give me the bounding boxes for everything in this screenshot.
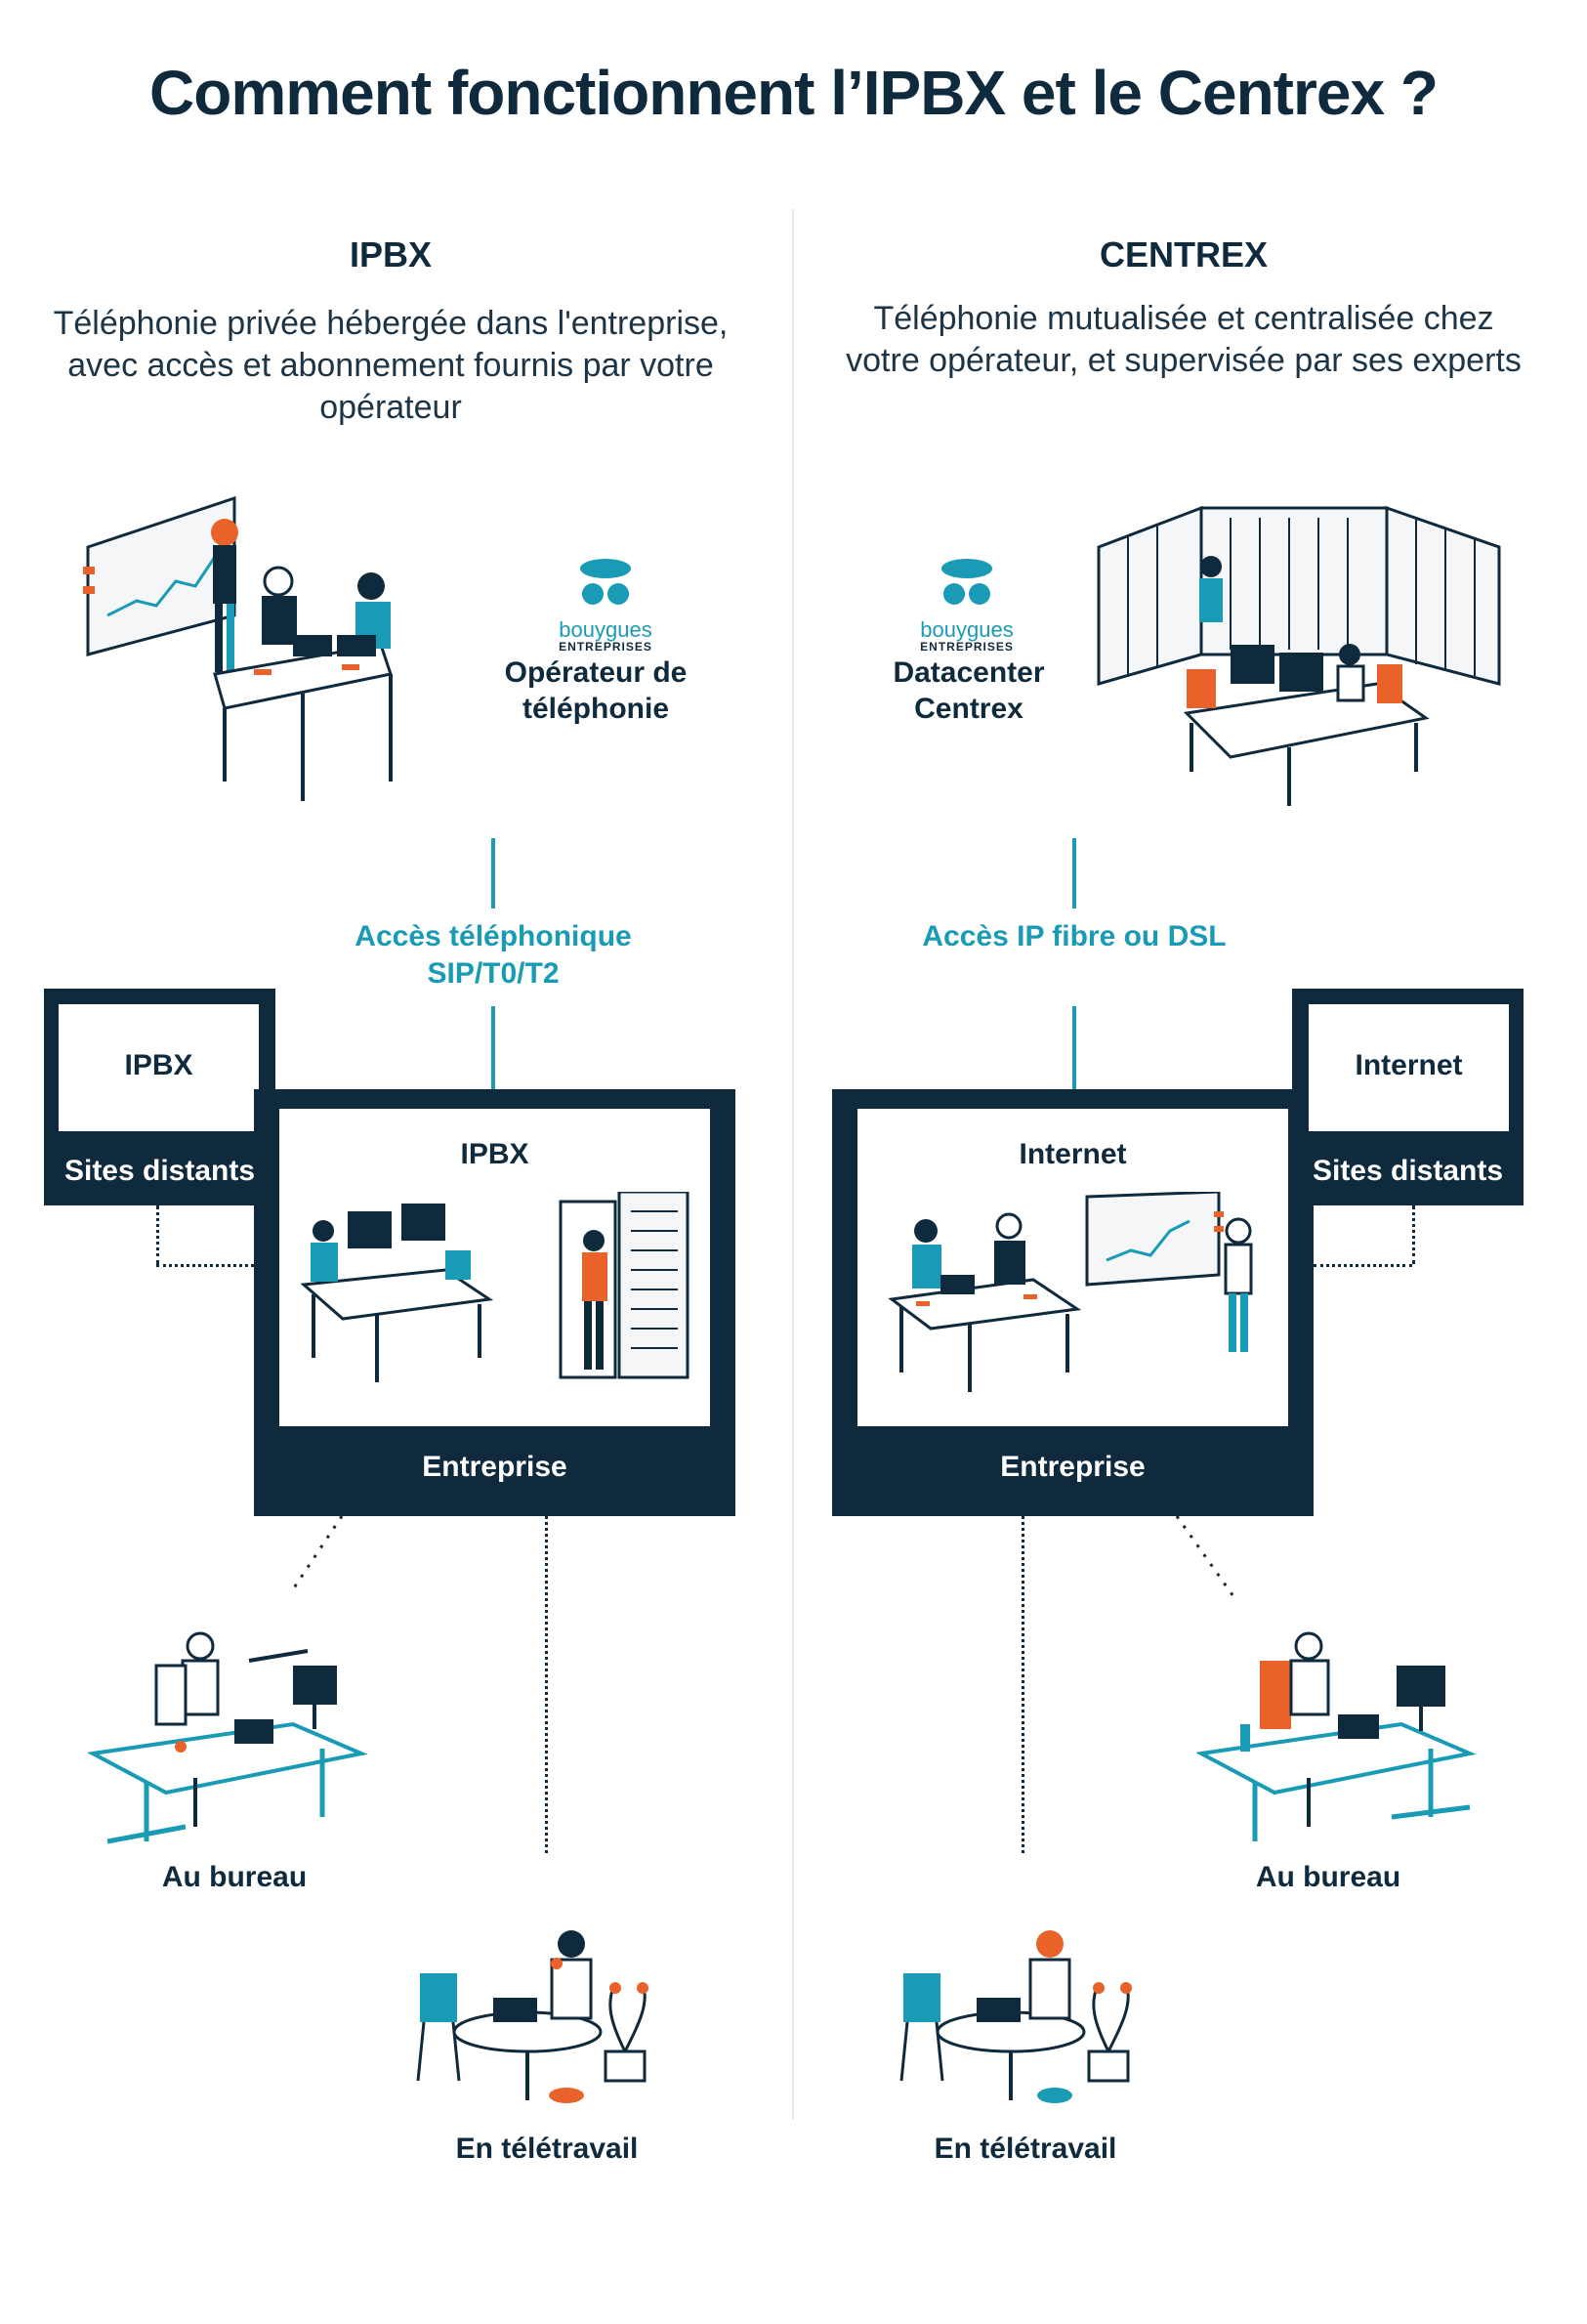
ipbx-remote-sites-label: Sites distants	[63, 1155, 256, 1187]
centrex-office-connector	[1175, 1516, 1237, 1600]
center-divider	[792, 210, 794, 2120]
bouygues-logo-icon-right	[941, 559, 992, 605]
centrex-telework-caption: En télétravail	[934, 2133, 1117, 2165]
office-desk-illustration	[88, 1631, 368, 1844]
centrex-remote-connector-v	[1412, 1205, 1415, 1264]
ipbx-enterprise-inner-label: IPBX	[460, 1138, 529, 1170]
centrex-remote-inner-label: Internet	[1355, 1049, 1463, 1081]
meeting-illustration	[83, 495, 393, 801]
ipbx-enterprise-box: IPBX Entreprise	[254, 1089, 735, 1516]
datacenter-label: Datacenter Centrex	[893, 656, 1045, 725]
ipbx-heading: IPBX	[349, 234, 433, 275]
ipbx-access-line-top	[491, 838, 495, 908]
office-desk-illustration-right	[1196, 1631, 1477, 1841]
centrex-telework-connector	[1022, 1516, 1024, 1853]
ipbx-office-caption: Au bureau	[161, 1861, 308, 1893]
ipbx-remote-inner-label: IPBX	[124, 1049, 193, 1081]
ipbx-access-label: Accès téléphonique SIP/T0/T2	[355, 920, 632, 990]
page-title: Comment fonctionnent l’IPBX et le Centre…	[149, 58, 1439, 128]
ipbx-description: Téléphonie privée hébergée dans l'entrep…	[53, 305, 729, 426]
bouygues-logo-text-right: bouygues	[920, 617, 1014, 642]
team-meeting-illustration	[888, 1192, 1253, 1392]
ipbx-access-line-bottom	[491, 1006, 495, 1096]
centrex-heading: CENTREX	[1099, 234, 1269, 275]
centrex-remote-connector-h	[1314, 1264, 1412, 1267]
centrex-remote-sites-label: Sites distants	[1312, 1155, 1504, 1187]
ipbx-telework-caption: En télétravail	[455, 2133, 639, 2165]
centrex-access-line-top	[1072, 838, 1076, 908]
ipbx-remote-sites-box: IPBX Sites distants	[44, 989, 275, 1205]
operator-label: Opérateur de téléphonie	[504, 656, 688, 725]
server-rack-illustration	[300, 1192, 689, 1382]
centrex-remote-sites-box: Internet Sites distants	[1292, 989, 1524, 1205]
bouygues-logo-text: bouygues	[559, 617, 652, 642]
ipbx-enterprise-label: Entreprise	[422, 1451, 567, 1483]
centrex-description: Téléphonie mutualisée et centralisée che…	[846, 300, 1522, 379]
ipbx-office-connector	[291, 1516, 344, 1590]
centrex-enterprise-label: Entreprise	[1000, 1451, 1146, 1483]
centrex-office-caption: Au bureau	[1255, 1861, 1401, 1893]
ipbx-remote-connector-v	[156, 1205, 159, 1264]
bouygues-logo-right: bouygues ENTREPRISES	[889, 557, 1045, 654]
ipbx-telework-connector	[545, 1516, 548, 1853]
bouygues-logo-icon	[580, 559, 631, 605]
centrex-access-line-bottom	[1072, 1006, 1076, 1096]
telework-illustration	[416, 1930, 648, 2103]
bouygues-logo: bouygues ENTREPRISES	[527, 557, 684, 654]
centrex-enterprise-box: Internet Entreprise	[832, 1089, 1314, 1516]
centrex-enterprise-inner-label: Internet	[1019, 1138, 1127, 1170]
telework-illustration-right	[899, 1930, 1132, 2103]
datacenter-illustration	[1097, 505, 1501, 806]
bouygues-logo-sub-right: ENTREPRISES	[920, 640, 1014, 654]
ipbx-remote-connector-h	[156, 1264, 254, 1267]
bouygues-logo-sub: ENTREPRISES	[559, 640, 652, 654]
centrex-access-label: Accès IP fibre ou DSL	[922, 920, 1227, 952]
